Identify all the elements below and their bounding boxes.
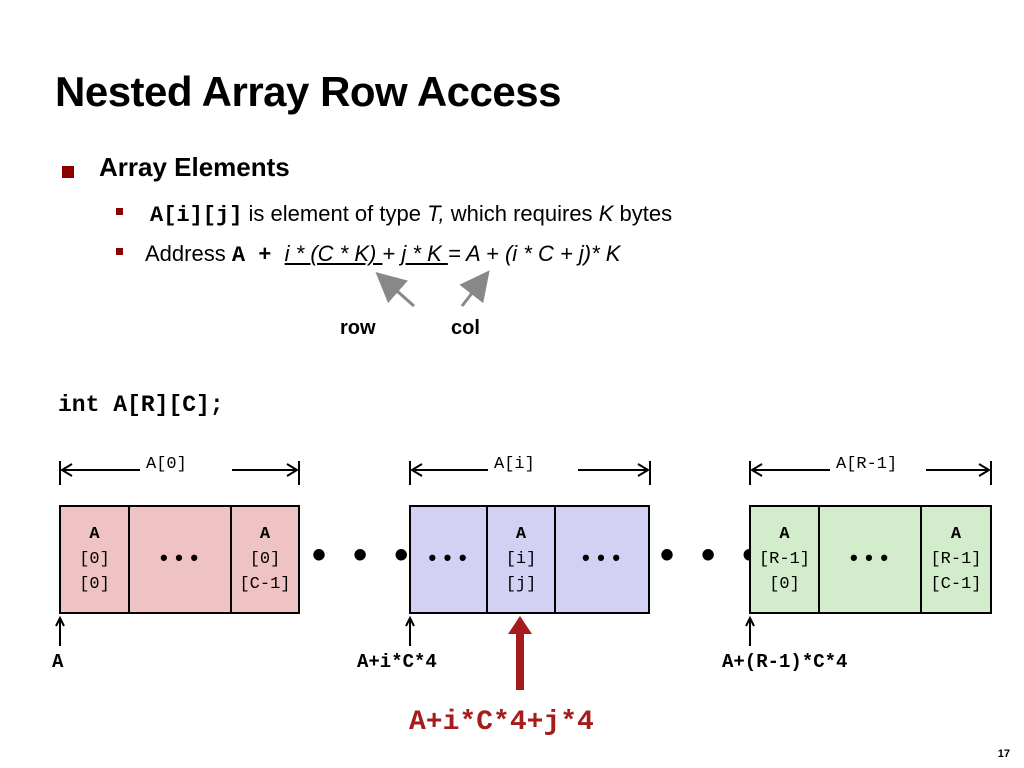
cell-ellipsis: ••• <box>409 505 488 614</box>
code-aij: A[i][j] <box>150 203 243 228</box>
row-ellipsis: • • • <box>312 533 417 577</box>
bullet-element-type: A[i][j] is element of type T, which requ… <box>150 201 672 228</box>
bullet-square-icon <box>62 166 74 178</box>
slide-number: 17 <box>997 748 1010 760</box>
cell-ellipsis: ••• <box>554 505 650 614</box>
sub-bullet-icon <box>116 248 123 255</box>
formula-rest: = A + (i * C + j)* K <box>447 241 621 266</box>
col-label: col <box>451 317 480 339</box>
bullet-address-formula: Address A + i * (C * K) + j * K = A + (i… <box>145 241 620 268</box>
address-ai: A+i*C*4 <box>357 651 437 673</box>
row-term: i * (C * K) <box>284 241 383 266</box>
text-part: which requires <box>444 201 599 226</box>
span-a0 <box>59 461 300 485</box>
block-label-ai: A[i] <box>488 455 541 474</box>
array-declaration: int A[R][C]; <box>58 392 224 418</box>
base-A: A + <box>231 243 285 268</box>
address-ar: A+(R-1)*C*4 <box>722 651 848 673</box>
address-a0: A <box>52 651 64 673</box>
address-label: Address <box>145 241 232 266</box>
sub-bullet-icon <box>116 208 123 215</box>
row-ellipsis: • • • <box>660 533 765 577</box>
row-label: row <box>340 317 376 339</box>
size-K: K <box>598 201 614 226</box>
block-label-a0: A[0] <box>140 455 193 474</box>
col-pointer-arrow <box>459 270 490 307</box>
text-part: is element of type <box>242 201 428 226</box>
cell-aij: A[i][j] <box>486 505 556 614</box>
cell-ar0: A[R-1][0] <box>749 505 820 614</box>
addr-pointer-ai <box>405 615 415 646</box>
type-T: T, <box>427 201 445 226</box>
element-address: A+i*C*4+j*4 <box>409 707 594 738</box>
row-pointer-arrow <box>375 272 415 308</box>
addr-pointer-a0 <box>55 615 65 646</box>
block-label-ar: A[R-1] <box>830 455 904 474</box>
cell-ellipsis: ••• <box>818 505 922 614</box>
cell-arc1: A[R-1][C-1] <box>920 505 992 614</box>
bullet-array-elements: Array Elements <box>99 152 290 182</box>
cell-ellipsis: ••• <box>128 505 232 614</box>
element-pointer-arrow <box>508 616 532 690</box>
col-term: j * K <box>401 241 448 266</box>
addr-pointer-ar <box>745 615 755 646</box>
cell-a00: A[0][0] <box>59 505 130 614</box>
span-ai <box>409 461 651 485</box>
span-ar <box>749 461 992 485</box>
plus: + <box>382 241 402 266</box>
cell-a0c1: A[0][C-1] <box>230 505 300 614</box>
slide-title: Nested Array Row Access <box>55 68 561 115</box>
text-part: bytes <box>613 201 673 226</box>
